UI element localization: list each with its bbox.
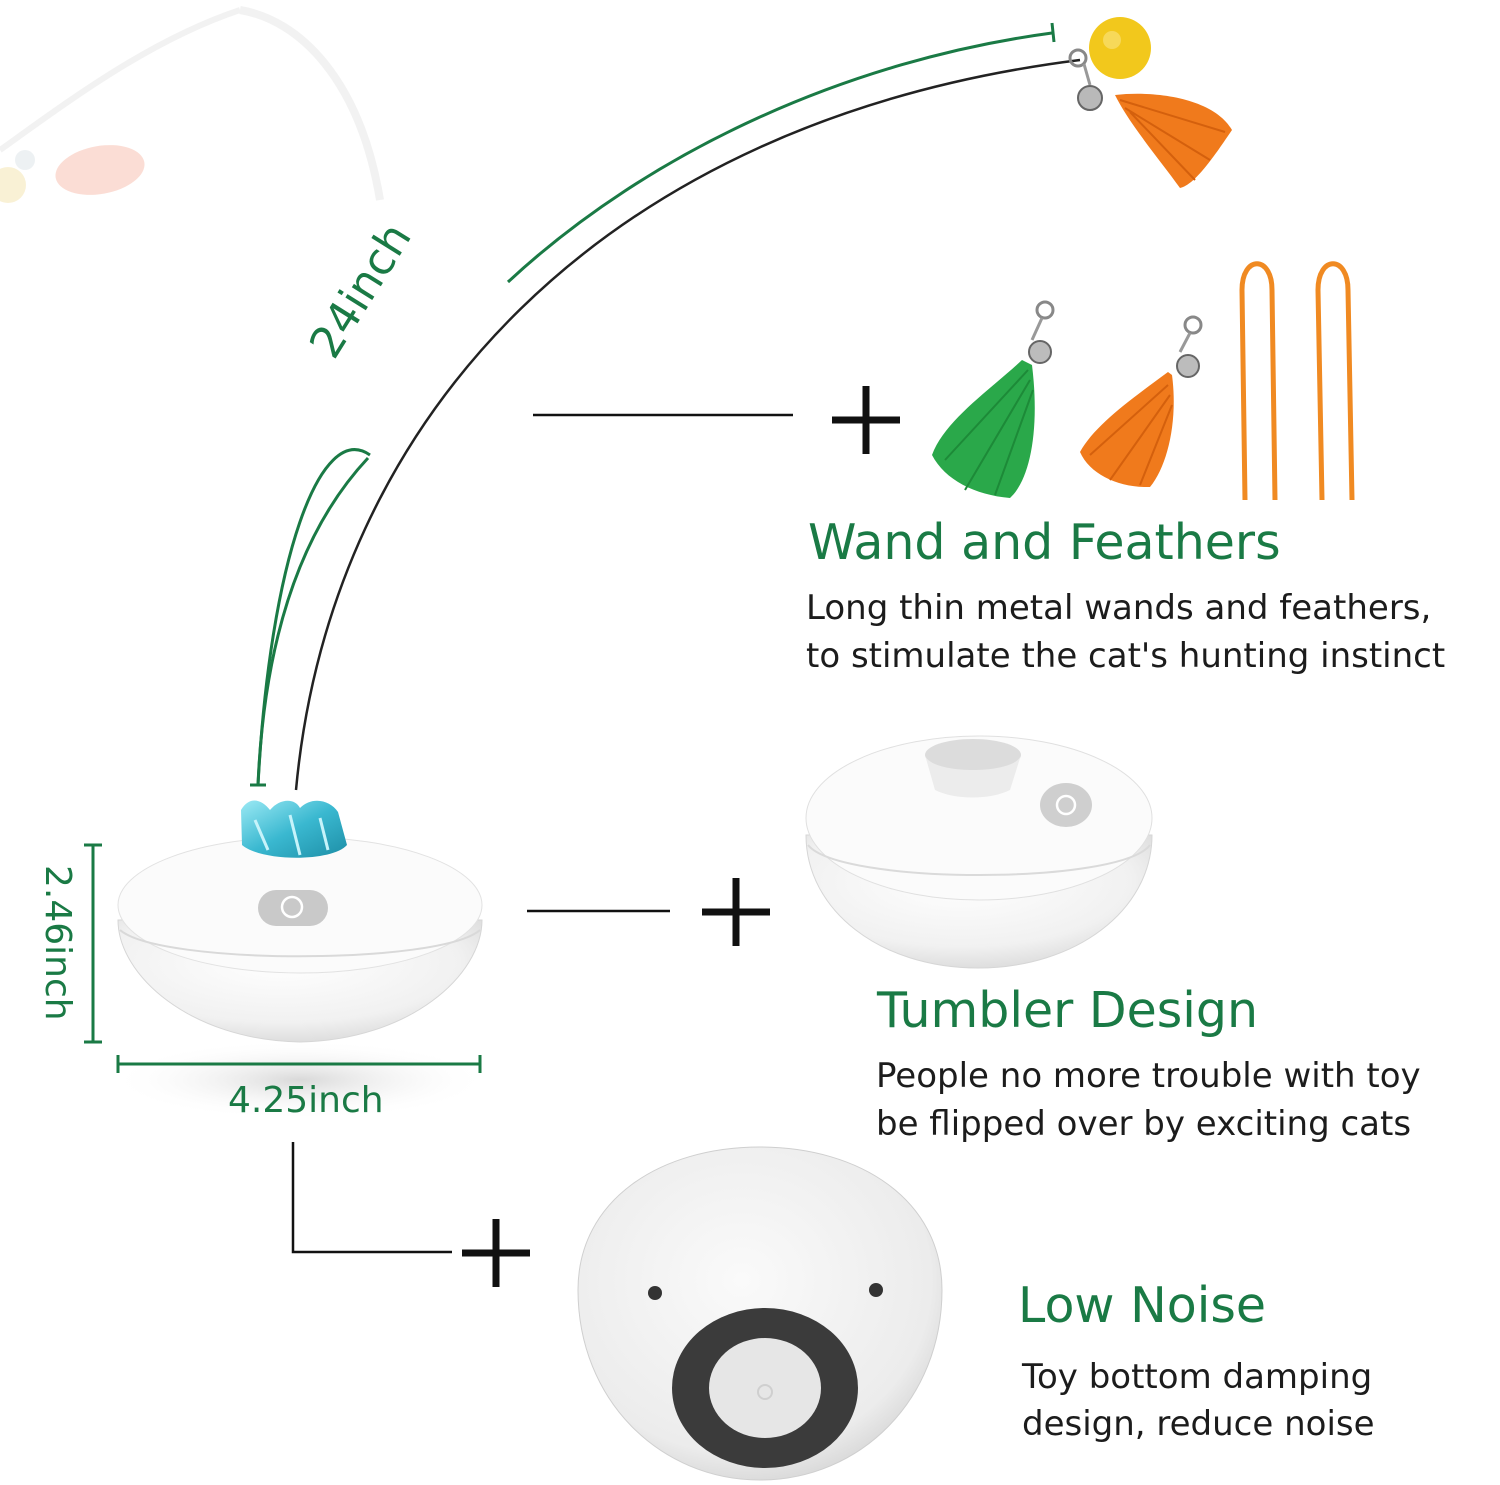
green-feather-image — [932, 300, 1055, 498]
height-dimension-line — [84, 843, 102, 1044]
orange-loop-straps-image — [1239, 261, 1355, 501]
orange-feather-image — [1080, 315, 1203, 488]
feature-desc-wand-line2: to stimulate the cat's hunting instinct — [806, 636, 1446, 676]
feature-desc-noise-line2: design, reduce noise — [1022, 1404, 1375, 1444]
connector-line-noise — [291, 1142, 452, 1254]
feature-desc-wand-line1: Long thin metal wands and feathers, — [806, 588, 1432, 628]
feature-title-wand: Wand and Feathers — [808, 514, 1281, 571]
ghost-wand-image — [0, 6, 384, 203]
wand-length-dimension-line — [250, 22, 1056, 787]
width-label: 4.25inch — [228, 1080, 384, 1121]
wand-wire — [294, 58, 1081, 791]
plus-icon — [462, 1219, 530, 1287]
feature-desc-tumbler-line2: be flipped over by exciting cats — [876, 1104, 1412, 1144]
plus-icon — [832, 386, 900, 454]
height-label: 2.46inch — [37, 865, 78, 1021]
plus-icon — [702, 878, 770, 946]
wand-tip-toy — [1068, 17, 1232, 188]
feature-title-noise: Low Noise — [1018, 1277, 1266, 1334]
main-toy-image — [110, 800, 490, 1120]
feature-title-tumbler: Tumbler Design — [877, 982, 1259, 1039]
feature-desc-tumbler-line1: People no more trouble with toy — [876, 1056, 1421, 1096]
tumbler-body-image — [805, 735, 1153, 969]
toy-bottom-image — [577, 1146, 943, 1481]
width-dimension-line — [116, 1055, 482, 1073]
feature-desc-noise-line1: Toy bottom damping — [1022, 1357, 1373, 1397]
